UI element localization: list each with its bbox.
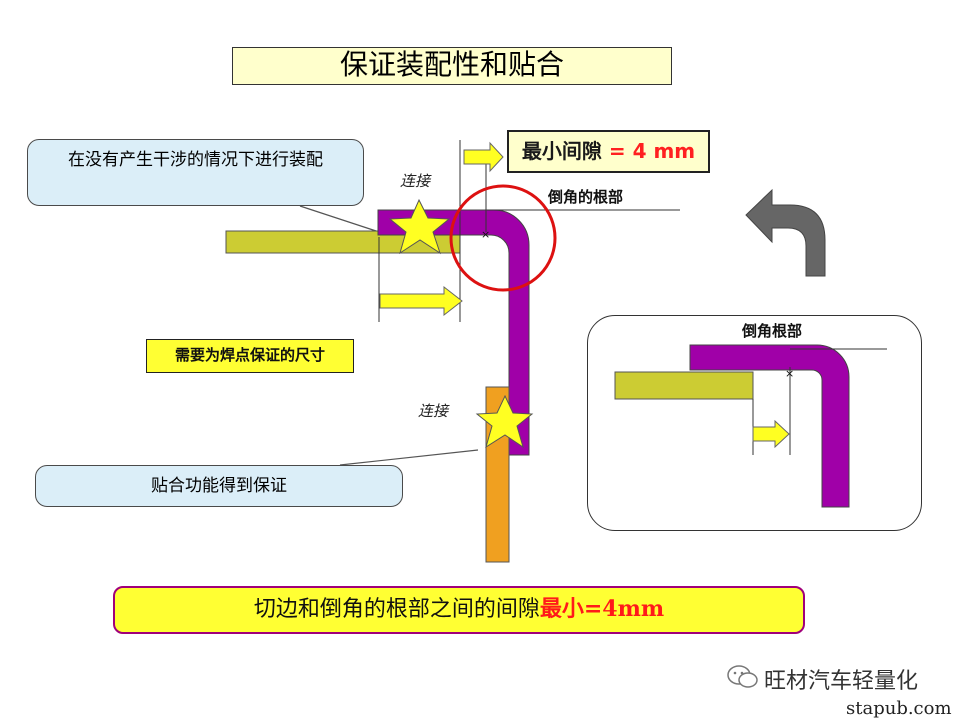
watermark-text: 旺材汽车轻量化 [764,669,919,694]
min-gap-value: = 4 mm [608,139,696,163]
inset-purple-panel [689,344,850,508]
inset-olive-flange [614,371,754,400]
curved-arrow-icon [745,188,826,277]
inset-root-mark: × [785,367,794,380]
site-url: stapub.com [846,698,952,719]
callout-fit: 贴合功能得到保证 [35,465,403,507]
page-title: 保证装配性和贴合 [232,47,672,85]
connect-label-bottom: 连接 [418,402,449,420]
weld-dim-arrow [379,285,463,317]
connect-label-top: 连接 [400,172,431,190]
inset-diagram: × [614,344,887,508]
conclusion-highlight: 最小=4mm [539,596,665,622]
chamfer-root-mark: × [481,228,490,241]
inset-gap-arrow [752,419,790,449]
highlight-circle [449,184,557,292]
conclusion-text: 切边和倒角的根部之间的间隙 [253,597,540,622]
callout-assembly: 在没有产生干涉的情况下进行装配 [27,139,364,206]
min-gap-label: 最小间隙 [521,139,602,163]
chamfer-root-label: 倒角的根部 [548,188,624,206]
star-weld-bottom [475,394,534,449]
star-weld-top [388,198,451,255]
inset-chamfer-root-label: 倒角根部 [742,322,803,340]
wechat-icon [727,665,758,688]
min-gap-box: 最小间隙 = 4 mm [507,130,710,173]
gap-arrow [463,141,504,173]
callout2-pointer [339,449,479,466]
conclusion-box: 切边和倒角的根部之间的间隙最小=4mm [113,586,805,634]
weld-dimension-note: 需要为焊点保证的尺寸 [146,339,354,373]
